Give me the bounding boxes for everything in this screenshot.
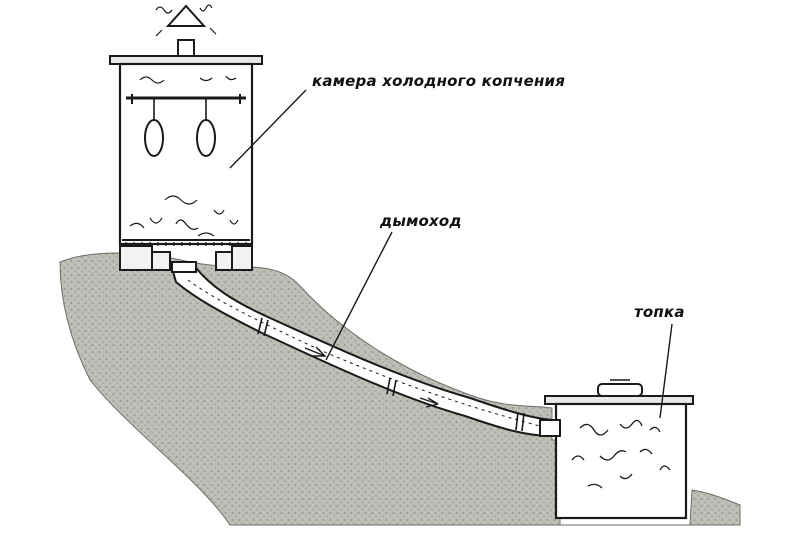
leader-chamber (229, 89, 307, 169)
firebox (539, 379, 694, 520)
label-cold-smoking-chamber: камера холодного копчения (312, 72, 566, 90)
cold-smoking-chamber (109, 4, 263, 271)
label-firebox: топка (634, 303, 685, 321)
leader-firebox (659, 323, 673, 419)
leader-chimney (325, 231, 393, 361)
label-chimney: дымоход (380, 212, 462, 230)
leader-lines (229, 89, 673, 419)
